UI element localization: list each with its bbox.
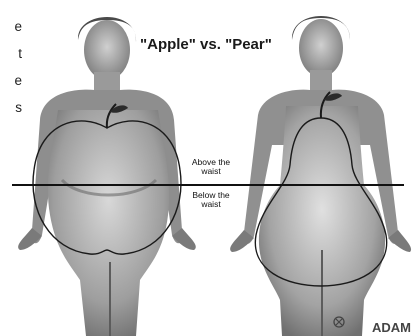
diagram-title: "Apple" vs. "Pear" — [140, 36, 272, 53]
adam-credit: ADAM — [360, 320, 411, 335]
above-waist-label: Above the waist — [176, 158, 246, 176]
adam-credit-text: ADAM — [372, 320, 411, 335]
side-text-line: s — [0, 97, 22, 118]
side-text-line: e — [0, 16, 22, 37]
below-waist-label: Below the waist — [176, 191, 246, 209]
below-waist-label-line2: waist — [176, 200, 246, 209]
pear-shaped-figure — [230, 16, 411, 336]
cropped-side-text: e t e s — [0, 0, 22, 118]
side-text-line: t — [0, 43, 22, 64]
above-waist-label-line2: waist — [176, 167, 246, 176]
side-text-line: e — [0, 70, 22, 91]
apple-shaped-figure — [18, 17, 196, 336]
